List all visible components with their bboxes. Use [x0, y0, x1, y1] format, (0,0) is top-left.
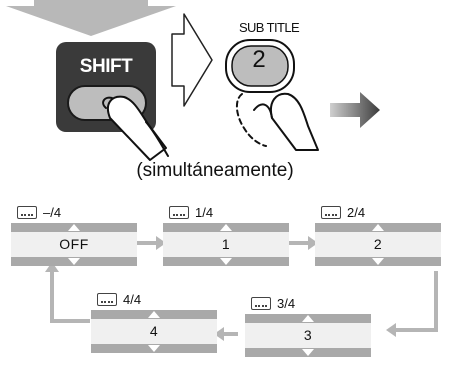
subtitle-value: 1 [163, 232, 289, 257]
triangle-up-icon [315, 223, 441, 232]
subtitle-count: 4/4 [123, 292, 142, 307]
flow-arrows [50, 241, 438, 336]
triangle-up-icon [11, 223, 137, 232]
subtitle-button-label: SUB TITLE [238, 20, 300, 35]
down-arrow-icon [6, 0, 176, 36]
screen-header: –/4 [11, 201, 137, 223]
subtitle-screen-3: 3/4 3 [245, 292, 371, 357]
triangle-down-icon [91, 344, 217, 353]
subtitle-value: 2 [315, 232, 441, 257]
subtitle-count: –/4 [43, 205, 62, 220]
triangle-down-icon [315, 257, 441, 266]
subtitle-button-number: 2 [252, 46, 266, 73]
step-arrow-icon [330, 92, 380, 128]
subtitle-count: 2/4 [347, 205, 366, 220]
subtitle-icon [251, 297, 271, 310]
subtitle-value: 3 [245, 323, 371, 348]
shift-button-label: SHIFT [79, 56, 133, 77]
triangle-down-icon [245, 348, 371, 357]
subtitle-count: 3/4 [277, 296, 296, 311]
step-arrow-outline-icon [171, 13, 213, 107]
triangle-up-icon [245, 314, 371, 323]
subtitle-screen-2: 2/4 2 [315, 201, 441, 266]
subtitle-icon [169, 206, 189, 219]
subtitle-screen-4: 4/4 4 [91, 288, 217, 353]
subtitle-button[interactable] [225, 39, 295, 93]
subtitle-icon [321, 206, 341, 219]
triangle-up-icon [91, 310, 217, 319]
hand-icon [236, 92, 319, 151]
screen-header: 2/4 [315, 201, 441, 223]
subtitle-screen-1: 1/4 1 [163, 201, 289, 266]
triangle-down-icon [11, 257, 137, 266]
subtitle-value: OFF [11, 232, 137, 257]
subtitle-count: 1/4 [195, 205, 214, 220]
screen-header: 3/4 [245, 292, 371, 314]
subtitle-icon [17, 206, 37, 219]
screen-header: 4/4 [91, 288, 217, 310]
screen-header: 1/4 [163, 201, 289, 223]
caption: (simultáneamente) [136, 160, 294, 181]
hand-icon [102, 95, 169, 161]
subtitle-icon [97, 293, 117, 306]
flow-arrowheads [45, 236, 396, 341]
subtitle-screen-off: –/4 OFF [11, 201, 137, 266]
triangle-up-icon [163, 223, 289, 232]
subtitle-value: 4 [91, 319, 217, 344]
triangle-down-icon [163, 257, 289, 266]
